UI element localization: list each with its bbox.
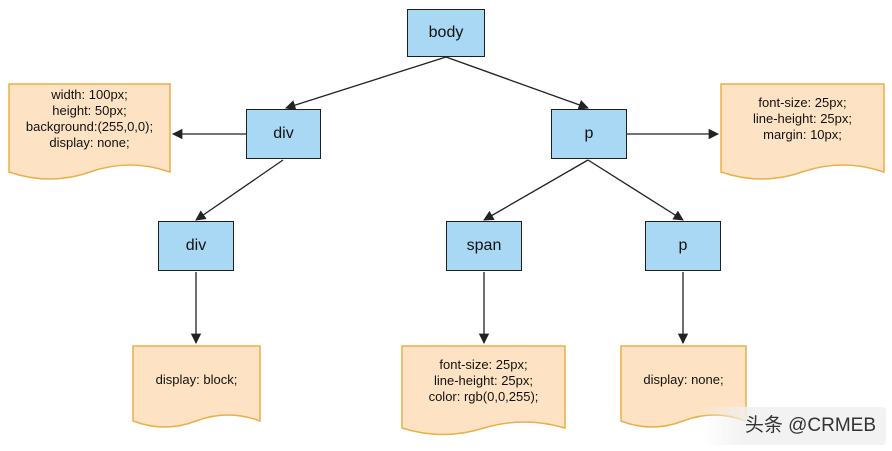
edge-body-div [285,56,447,111]
node-div-child: div [158,221,234,271]
note-div-top: width: 100px; height: 50px; background:(… [9,87,170,151]
watermark: 头条 @CRMEB [745,410,876,437]
note-span-child: font-size: 25px; line-height: 25px; colo… [402,357,565,405]
note-line: width: 100px; [51,87,128,102]
note-line: font-size: 25px; [758,95,847,110]
note-line: display: none; [643,372,724,387]
node-span-child: span [446,221,522,271]
note-line: line-height: 25px; [752,111,852,126]
edge-p-span [483,159,589,221]
note-shape-span-child [401,345,566,436]
watermark-backdrop [700,407,886,445]
node-body: body [407,9,485,57]
note-line: display: none; [49,135,130,150]
note-shape-p-top [720,83,885,180]
watermark-text: 头条 @CRMEB [744,415,876,436]
note-line: margin: 10px; [763,127,842,142]
node-p-child: p [645,221,721,271]
note-p-top: font-size: 25px; line-height: 25px; marg… [721,95,884,143]
edge-p-p [587,159,684,221]
note-p-child: display: none; [621,372,746,388]
note-line: height: 50px; [52,103,127,118]
note-line: line-height: 25px; [433,373,533,388]
node-div-top: div [246,109,321,159]
note-shape-div-top [8,83,171,180]
note-line: font-size: 25px; [439,357,528,372]
note-line: color: rgb(0,0,255); [428,389,539,404]
edge-body-p [445,56,589,110]
edge-div-div [195,159,284,221]
note-shape-div-child [132,345,261,428]
note-line: background:(255,0,0); [25,119,154,134]
note-div-child: display: block; [133,372,260,388]
note-line: display: block; [155,372,238,387]
node-p-top: p [551,109,627,159]
